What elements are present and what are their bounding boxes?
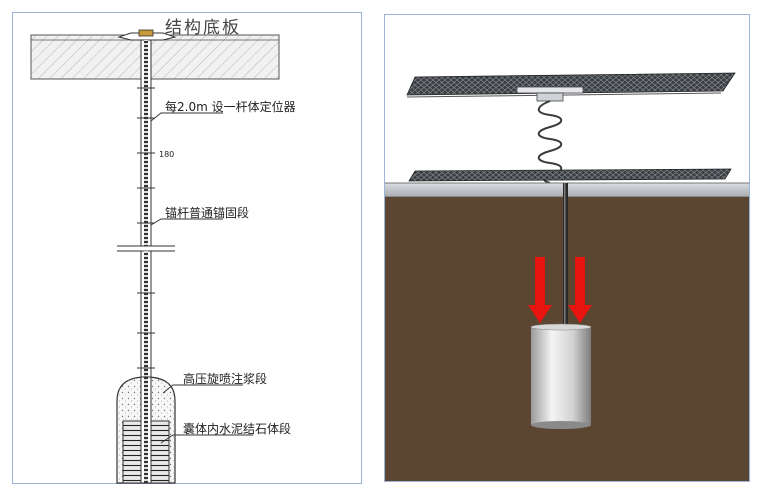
downward-arrow-left bbox=[528, 257, 552, 323]
dimension-label: 180 bbox=[159, 150, 174, 159]
capsule-cylinder bbox=[530, 323, 592, 429]
anchor-section-diagram: 结构底板 bbox=[12, 12, 362, 484]
downward-arrow-right bbox=[568, 257, 592, 323]
upper-rebar-mat bbox=[406, 72, 736, 98]
anchor-head bbox=[117, 32, 177, 41]
anchor-head-plate bbox=[516, 86, 584, 94]
anchor-section-drawing: 结构底板 bbox=[30, 18, 296, 484]
label-capsule-cement: 囊体内水泥结石体段 bbox=[183, 421, 291, 436]
label-centralizer: 每2.0m 设一杆体定位器 bbox=[165, 99, 296, 114]
anchor-3d-drawing bbox=[385, 72, 749, 481]
anchor-3d-render bbox=[384, 14, 750, 482]
break-line bbox=[117, 245, 175, 252]
label-jet-grouting: 高压旋喷注浆段 bbox=[183, 371, 267, 386]
label-normal-anchorage: 锚杆普通锚固段 bbox=[165, 205, 249, 220]
diagram-title: 结构底板 bbox=[165, 18, 241, 38]
lower-rebar-mat bbox=[408, 168, 732, 182]
